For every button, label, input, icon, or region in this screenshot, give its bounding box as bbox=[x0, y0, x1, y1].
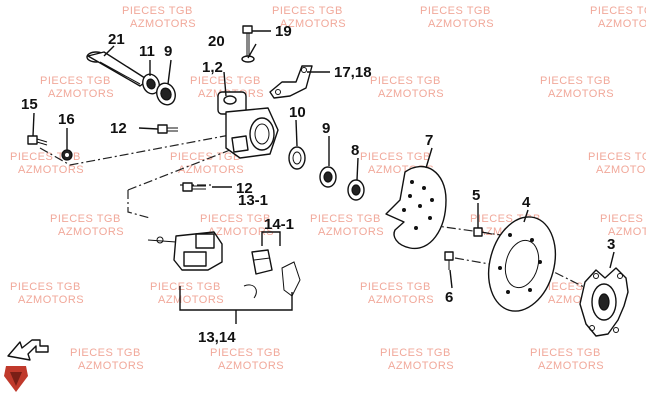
watermark-line-1: PIECES TGB bbox=[360, 151, 431, 163]
watermark-line-2: AZMOTORS bbox=[428, 18, 494, 30]
part-bolt-12-lower bbox=[182, 182, 206, 192]
watermark-line-1: PIECES TGB bbox=[360, 281, 431, 293]
part-seal bbox=[142, 73, 160, 95]
watermark-line-2: AZMOTORS bbox=[318, 226, 384, 238]
part-bolt-12-upper bbox=[157, 124, 178, 134]
arrow-direction-icon bbox=[7, 339, 49, 361]
part-seal-lower bbox=[347, 179, 365, 201]
callout-12-upper: 12 bbox=[110, 120, 127, 137]
callout-10: 10 bbox=[289, 104, 306, 121]
watermark-line-1: PIECES TGB bbox=[170, 151, 241, 163]
watermark-line-2: AZMOTORS bbox=[388, 360, 454, 372]
watermark-line-2: AZMOTORS bbox=[598, 18, 646, 30]
watermark-line-1: PIECES TGB bbox=[600, 213, 646, 225]
part-brake-caliper bbox=[147, 231, 223, 271]
callout-7: 7 bbox=[425, 132, 433, 149]
part-bracket bbox=[269, 65, 313, 99]
part-dust-cover bbox=[385, 165, 447, 250]
callout-9-upper: 9 bbox=[164, 43, 172, 60]
part-screw-6 bbox=[444, 251, 454, 270]
callout-20: 20 bbox=[208, 33, 225, 50]
watermark-line-2: AZMOTORS bbox=[368, 294, 434, 306]
watermark-line-1: PIECES TGB bbox=[272, 5, 343, 17]
watermark-line-1: PIECES TGB bbox=[40, 75, 111, 87]
watermark-line-2: AZMOTORS bbox=[596, 164, 646, 176]
part-brake-disc bbox=[487, 216, 557, 312]
callout-4: 4 bbox=[522, 194, 531, 211]
part-pad-spring bbox=[243, 261, 301, 299]
part-nut-16 bbox=[61, 149, 73, 161]
callout-11: 11 bbox=[139, 43, 155, 60]
watermark-line-1: PIECES TGB bbox=[210, 347, 281, 359]
watermark-line-2: AZMOTORS bbox=[218, 360, 284, 372]
callout-1-2: 1,2 bbox=[202, 59, 223, 76]
watermark-line-2: AZMOTORS bbox=[178, 164, 244, 176]
callout-12-lower: 12 bbox=[236, 180, 253, 197]
callout-labels: 21 11 9 1,2 20 19 17,18 10 9 8 12 15 16 … bbox=[21, 23, 615, 346]
part-bolt-top bbox=[241, 25, 255, 63]
callout-19: 19 bbox=[275, 23, 292, 40]
leader-lines bbox=[32, 30, 615, 289]
callout-16: 16 bbox=[58, 111, 75, 128]
watermark-line-2: AZMOTORS bbox=[280, 18, 346, 30]
watermark-line-1: PIECES TGB bbox=[200, 213, 271, 225]
watermark-line-1: PIECES TGB bbox=[10, 281, 81, 293]
part-spacer bbox=[288, 146, 306, 170]
watermark-line-1: PIECES TGB bbox=[70, 347, 141, 359]
watermark-line-1: PIECES TGB bbox=[310, 213, 381, 225]
watermark-line-1: PIECES TGB bbox=[540, 75, 611, 87]
callout-6: 6 bbox=[445, 289, 453, 306]
callout-15: 15 bbox=[21, 96, 38, 113]
watermark-line-1: PIECES TGB bbox=[150, 281, 221, 293]
part-steering-knuckle bbox=[217, 91, 279, 159]
group-bracket-lines bbox=[179, 231, 293, 324]
watermark-line-2: AZMOTORS bbox=[548, 88, 614, 100]
watermark-line-2: AZMOTORS bbox=[58, 226, 124, 238]
watermark-line-1: PIECES TGB bbox=[50, 213, 121, 225]
watermark-line-2: AZMOTORS bbox=[538, 360, 604, 372]
watermark-line-2: AZMOTORS bbox=[18, 294, 84, 306]
watermark-line-1: PIECES TGB bbox=[588, 151, 646, 163]
watermark-line-2: AZMOTORS bbox=[48, 88, 114, 100]
part-bolt-15 bbox=[27, 135, 48, 146]
watermark-line-2: AZMOTORS bbox=[378, 88, 444, 100]
brand-shield-icon bbox=[4, 366, 28, 392]
callout-21: 21 bbox=[108, 31, 125, 48]
callout-17-18: 17,18 bbox=[334, 64, 372, 81]
watermark-line-2: AZMOTORS bbox=[18, 164, 84, 176]
callout-13-1: 13-1 bbox=[238, 192, 268, 209]
watermark-line-1: PIECES TGB bbox=[530, 347, 601, 359]
watermark-line-1: PIECES TGB bbox=[380, 347, 451, 359]
callout-9-lower: 9 bbox=[322, 120, 330, 137]
watermark-line-2: AZMOTORS bbox=[608, 226, 646, 238]
part-bearing-lower bbox=[319, 166, 337, 188]
callout-13-14: 13,14 bbox=[198, 329, 236, 346]
watermark-line-2: AZMOTORS bbox=[130, 18, 196, 30]
part-bearing-upper bbox=[156, 82, 176, 106]
callout-3: 3 bbox=[607, 236, 615, 253]
watermark-line-1: PIECES TGB bbox=[420, 5, 491, 17]
callout-8: 8 bbox=[351, 142, 359, 159]
part-brake-pad bbox=[251, 249, 273, 275]
part-wheel-hub bbox=[579, 267, 629, 337]
watermark-line-1: PIECES TGB bbox=[122, 5, 193, 17]
watermark-line-1: PIECES TGB bbox=[590, 5, 646, 17]
watermark-line-1: PIECES TGB bbox=[370, 75, 441, 87]
watermark-line-2: AZMOTORS bbox=[158, 294, 224, 306]
callout-5: 5 bbox=[472, 187, 480, 204]
watermark-line-2: AZMOTORS bbox=[208, 226, 274, 238]
callout-14-1: 14-1 bbox=[264, 216, 294, 233]
watermark-line-2: AZMOTORS bbox=[78, 360, 144, 372]
